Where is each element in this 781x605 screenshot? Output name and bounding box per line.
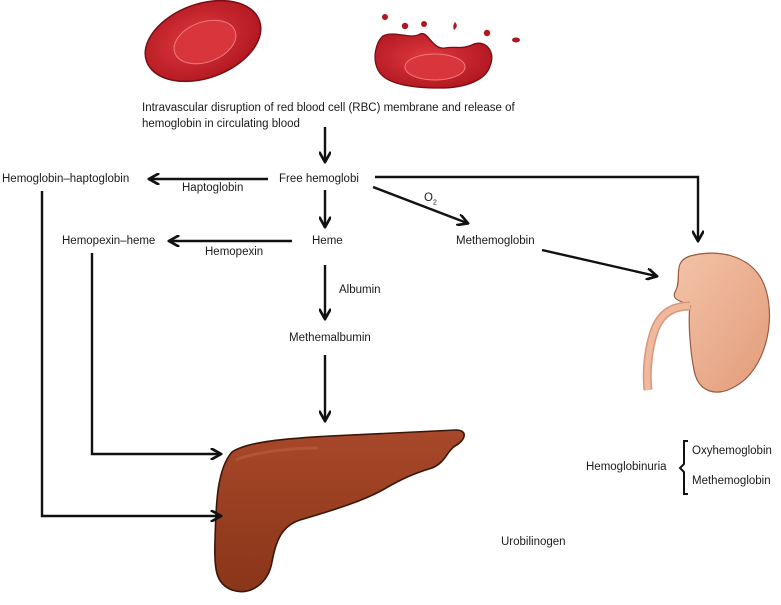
node-heme: Heme (312, 235, 343, 247)
arrow-hemopexin-complex-to-liver (90, 253, 220, 454)
caption-line-1: Intravascular disruption of red blood ce… (142, 102, 515, 114)
label-o2: O2 (424, 191, 437, 210)
node-urobilinogen: Urobilinogen (501, 536, 566, 548)
hemoglobinuria-oxyhemoglobin: Oxyhemoglobin (692, 445, 772, 457)
node-hemoglobinuria: Hemoglobinuria (586, 461, 667, 473)
arrow-free-hb-to-methemoglobin (372, 185, 467, 223)
caption-line-2: hemoglobin in circulating blood (142, 118, 300, 130)
arrow-methemoglobin-to-kidney (541, 248, 656, 276)
label-haptoglobin: Haptoglobin (182, 182, 244, 194)
node-free-hemoglobin: Free hemoglobi (279, 173, 359, 185)
o2-base: O (424, 192, 433, 204)
hemoglobinuria-brace (678, 440, 688, 495)
node-methemoglobin: Methemoglobin (456, 235, 535, 247)
arrow-free-hb-to-kidney (375, 175, 698, 240)
hemoglobinuria-methemoglobin: Methemoglobin (692, 475, 771, 487)
node-hemoglobin-haptoglobin: Hemoglobin–haptoglobin (2, 173, 130, 185)
arrow-haptoglobin-complex-to-liver (40, 191, 220, 516)
rbc-disruption-caption: Intravascular disruption of red blood ce… (142, 100, 562, 132)
red-blood-cell-icon (144, 0, 262, 83)
o2-subscript: 2 (432, 199, 437, 207)
kidney-icon (642, 252, 770, 393)
node-hemopexin-heme: Hemopexin–heme (62, 235, 156, 247)
label-albumin: Albumin (339, 284, 381, 296)
liver-icon (213, 429, 465, 593)
node-methemalbumin: Methemalbumin (289, 332, 371, 344)
ruptured-red-blood-cell-icon (374, 14, 520, 89)
label-hemopexin: Hemopexin (205, 246, 264, 258)
